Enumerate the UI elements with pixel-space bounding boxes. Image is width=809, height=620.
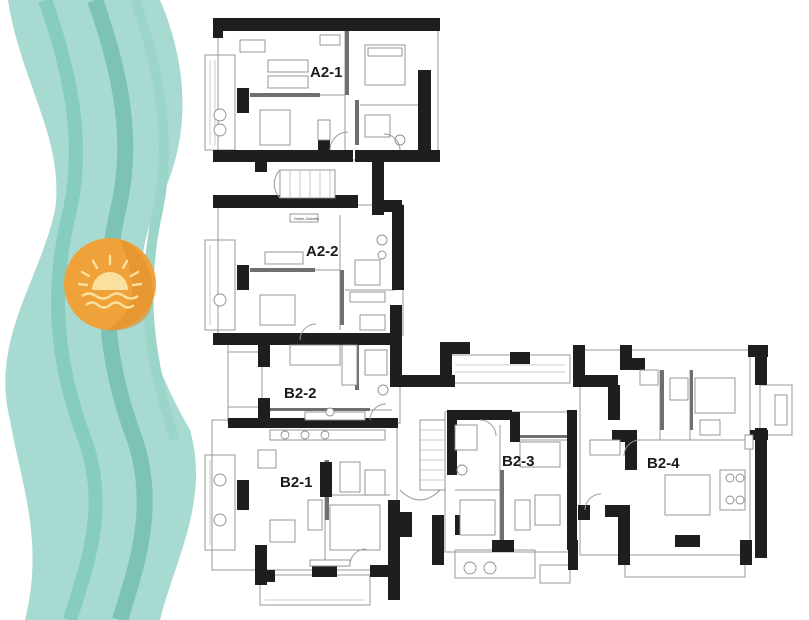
sea-stripe-1: [38, 0, 103, 620]
floor-plan: Dohle-2shafta A2-1 A2-2 B2-2 B2-1 B2-3 B…: [204, 18, 793, 606]
unit-label-b2-4: B2-4: [647, 455, 680, 472]
staircase: [273, 169, 446, 501]
furniture-b2-3: [454, 424, 561, 575]
furniture-a2-1: [213, 34, 406, 146]
door-swings: [299, 131, 641, 566]
heavy-walls: [213, 18, 768, 600]
unit-label-a2-1: A2-1: [310, 64, 343, 81]
unit-label-b2-2: B2-2: [284, 385, 317, 402]
furniture-b2-4: [589, 369, 788, 516]
furniture-a2-2: [213, 213, 388, 331]
unit-label-b2-3: B2-3: [502, 453, 535, 470]
unit-label-a2-2: A2-2: [306, 243, 339, 260]
a2-2-shaft-tag: Dohle-2shafta: [294, 216, 320, 221]
furniture-b2-1: [213, 429, 386, 567]
sunset-over-waves-icon: [64, 238, 156, 331]
sea-stripe-3: [130, 0, 180, 442]
unit-label-b2-1: B2-1: [280, 474, 313, 491]
furniture-b2-2: [289, 344, 389, 421]
